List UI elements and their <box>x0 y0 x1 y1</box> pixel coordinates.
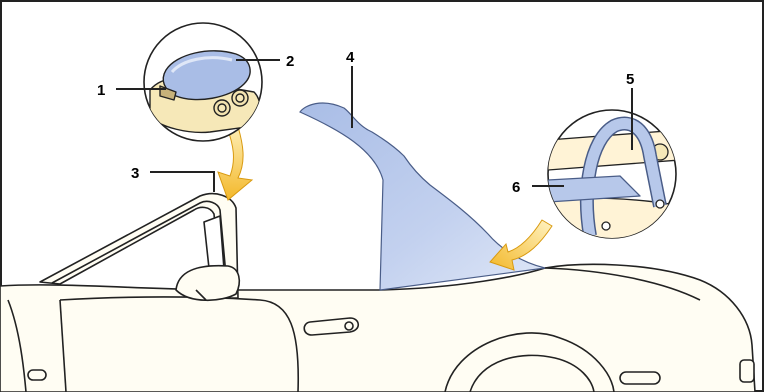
callout-5: 5 <box>626 71 634 88</box>
callout-4: 4 <box>346 49 355 66</box>
callout-6: 6 <box>512 179 520 196</box>
callout-2: 2 <box>286 53 294 70</box>
callout-3: 3 <box>131 165 139 182</box>
callout-1: 1 <box>97 82 105 99</box>
mount-detail-closeup <box>144 23 262 141</box>
